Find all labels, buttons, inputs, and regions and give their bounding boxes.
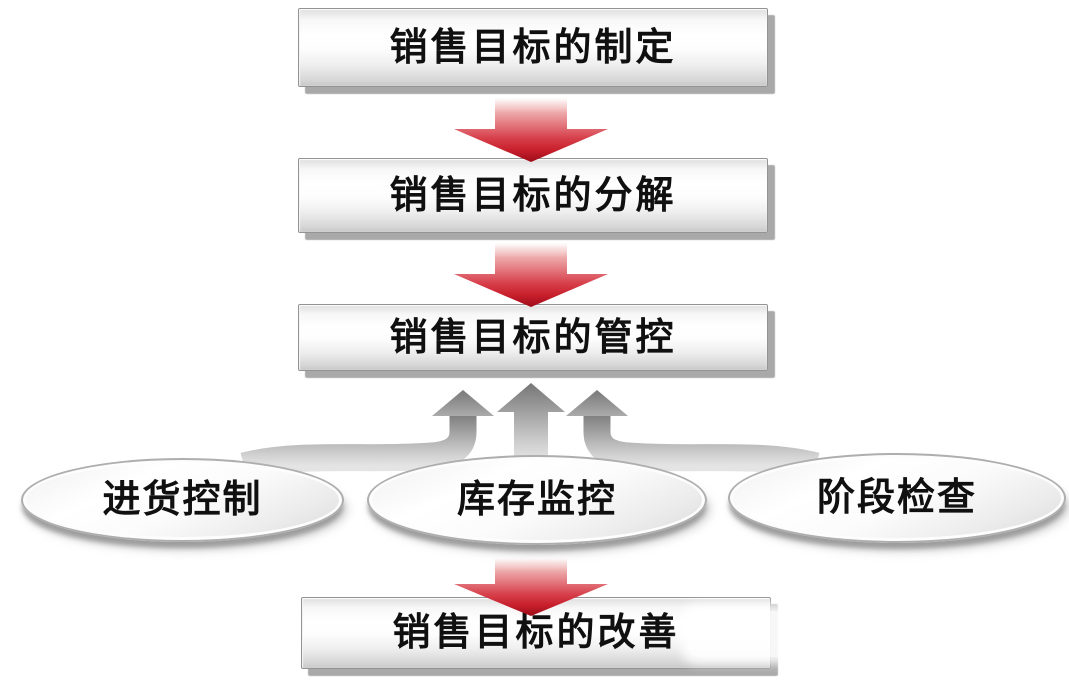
connector-pipe-right <box>583 411 820 480</box>
flow-box-label: 销售目标的分解 <box>389 174 677 217</box>
support-ellipse-label: 库存监控 <box>456 479 617 521</box>
watermark-smudge <box>688 611 1040 657</box>
connector-pipe-left <box>240 411 477 480</box>
flow-box-set-targets: 销售目标的制定 <box>298 8 768 87</box>
support-ellipse-purchase-control: 进货控制 <box>21 458 344 542</box>
gray-up-arrow-icon-middle <box>497 383 565 460</box>
flow-box-label: 销售目标的改善 <box>392 612 680 654</box>
flow-box-improve-targets: 销售目标的改善 <box>301 597 771 669</box>
flow-box-control-targets: 销售目标的管控 <box>298 304 768 371</box>
flow-box-label: 销售目标的制定 <box>389 26 677 69</box>
support-ellipse-stage-check: 阶段检查 <box>728 453 1066 543</box>
flow-box-label: 销售目标的管控 <box>389 316 677 359</box>
support-ellipse-inventory-monitoring: 库存监控 <box>367 455 707 545</box>
gray-up-arrow-icon-right <box>566 390 628 416</box>
support-ellipse-label: 阶段检查 <box>816 477 977 519</box>
flow-box-decompose-targets: 销售目标的分解 <box>298 158 768 233</box>
gray-up-arrow-icon-left <box>432 390 494 416</box>
support-ellipse-label: 进货控制 <box>102 479 263 521</box>
